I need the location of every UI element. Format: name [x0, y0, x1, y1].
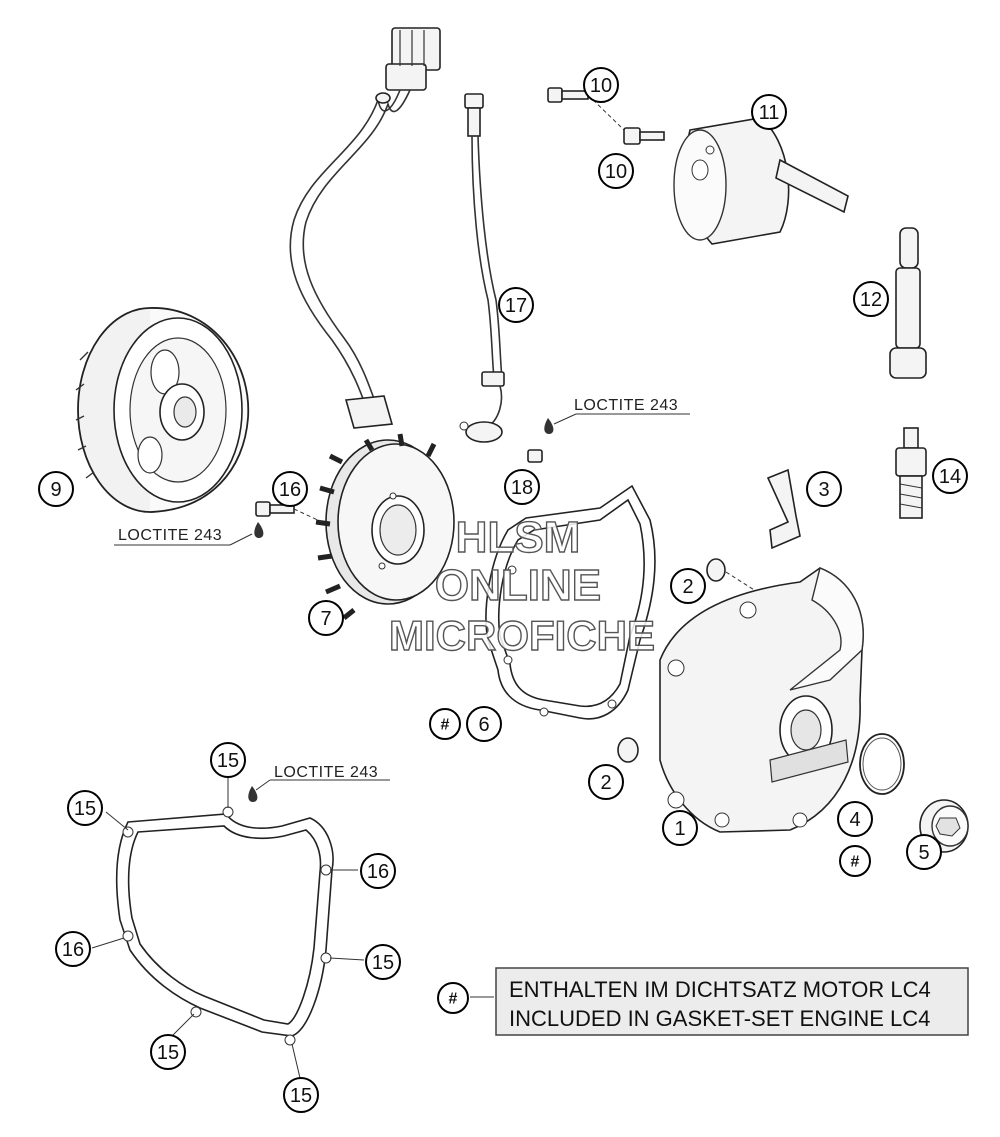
- gasket-set-marker: #: [437, 982, 469, 1014]
- callout-10: 10: [583, 67, 619, 103]
- legend-line-german: ENTHALTEN IM DICHTSATZ MOTOR LC4: [509, 977, 931, 1002]
- svg-text:#: #: [441, 717, 450, 734]
- svg-text:15: 15: [157, 1042, 179, 1064]
- callout-18: 18: [504, 469, 540, 505]
- svg-text:3: 3: [818, 479, 829, 501]
- pickup-sensor: [459, 93, 543, 463]
- loctite-label: LOCTITE 243: [274, 764, 378, 781]
- svg-text:15: 15: [74, 798, 96, 820]
- svg-text:1: 1: [674, 818, 685, 840]
- callout-1: 1: [662, 810, 698, 846]
- stator-bolt: [255, 501, 323, 523]
- svg-text:16: 16: [367, 861, 389, 883]
- callout-6: 6: [466, 706, 502, 742]
- svg-text:9: 9: [50, 479, 61, 501]
- svg-text:6: 6: [478, 714, 489, 736]
- callout-2: 2: [670, 568, 706, 604]
- loctite-drop-b: [544, 418, 554, 434]
- stator-cable: [289, 89, 411, 429]
- flywheel: [75, 307, 250, 513]
- svg-text:7: 7: [320, 608, 331, 630]
- svg-text:17: 17: [505, 295, 527, 317]
- callout-15: 15: [365, 944, 401, 980]
- callout-14: 14: [932, 458, 968, 494]
- callout-11: 11: [751, 94, 787, 130]
- callout-2: 2: [588, 764, 624, 800]
- stator: [315, 433, 455, 620]
- svg-text:#: #: [851, 854, 860, 871]
- callout-7: 7: [308, 600, 344, 636]
- leader-lines: [91, 413, 690, 1079]
- watermark-line-2: ONLINE: [435, 561, 601, 610]
- callout-12: 12: [853, 281, 889, 317]
- svg-text:14: 14: [939, 466, 961, 488]
- dowel-pin-lower: [617, 737, 639, 763]
- watermark-line-1: HLSM: [456, 513, 581, 562]
- loctite-drop-c: [248, 786, 258, 802]
- callout-15: 15: [150, 1034, 186, 1070]
- loctite-note-c: LOCTITE 243: [274, 764, 378, 781]
- callout-15: 15: [210, 742, 246, 778]
- spark-plug-connector: [889, 227, 927, 379]
- loctite-note-b: LOCTITE 243: [574, 397, 678, 414]
- o-ring: [859, 733, 905, 795]
- svg-text:5: 5: [918, 842, 929, 864]
- callout-15: 15: [67, 790, 103, 826]
- svg-text:10: 10: [590, 75, 612, 97]
- svg-text:2: 2: [682, 576, 693, 598]
- spark-plug: [895, 427, 927, 519]
- svg-text:12: 12: [860, 289, 882, 311]
- watermark-line-3: MICROFICHE: [389, 612, 655, 659]
- svg-text:15: 15: [217, 750, 239, 772]
- svg-text:4: 4: [849, 809, 860, 831]
- svg-text:15: 15: [372, 952, 394, 974]
- stator-connector-plug: [385, 27, 441, 91]
- loctite-note-a: LOCTITE 243: [118, 527, 222, 544]
- callout-15: 15: [283, 1077, 319, 1113]
- starter-motor: [673, 117, 849, 245]
- cable-bracket: [766, 468, 801, 550]
- gasket-set-marker: #: [839, 845, 871, 877]
- svg-text:10: 10: [605, 161, 627, 183]
- svg-text:#: #: [449, 991, 458, 1008]
- loctite-label: LOCTITE 243: [118, 527, 222, 544]
- gasket-set-marker: #: [429, 708, 461, 740]
- callout-9: 9: [38, 471, 74, 507]
- callout-5: 5: [906, 834, 942, 870]
- callout-4: 4: [837, 801, 873, 837]
- gasket-detail-outline: [115, 806, 334, 1046]
- loctite-label: LOCTITE 243: [574, 397, 678, 414]
- svg-text:2: 2: [600, 772, 611, 794]
- svg-text:15: 15: [290, 1085, 312, 1107]
- cover-gasket: [485, 484, 656, 720]
- svg-text:16: 16: [62, 939, 84, 961]
- callout-3: 3: [806, 471, 842, 507]
- loctite-drop-a: [254, 522, 264, 538]
- legend-line-english: INCLUDED IN GASKET-SET ENGINE LC4: [509, 1006, 930, 1031]
- callout-16: 16: [272, 471, 308, 507]
- svg-text:11: 11: [759, 102, 780, 124]
- callout-17: 17: [498, 287, 534, 323]
- gasket-set-legend: ENTHALTEN IM DICHTSATZ MOTOR LC4 INCLUDE…: [495, 967, 969, 1036]
- watermark: HLSM ONLINE MICROFICHE: [388, 512, 655, 659]
- callout-10: 10: [598, 153, 634, 189]
- ignition-cover: [659, 567, 864, 833]
- svg-text:16: 16: [279, 479, 301, 501]
- callout-16: 16: [55, 931, 91, 967]
- callout-16: 16: [360, 853, 396, 889]
- svg-text:18: 18: [511, 477, 533, 499]
